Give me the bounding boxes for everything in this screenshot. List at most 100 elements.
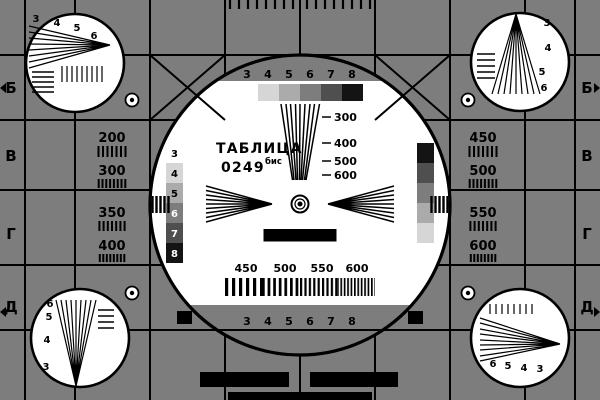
fan-label: 4 bbox=[545, 43, 552, 54]
row-letter-left: Д bbox=[4, 298, 17, 316]
gray-step bbox=[166, 203, 183, 223]
bottom-reference-bars bbox=[200, 372, 398, 400]
frequency-sweep-bar bbox=[225, 278, 375, 296]
step-label: 6 bbox=[171, 209, 178, 220]
row-letter-left: Г bbox=[6, 225, 16, 243]
gray-step bbox=[166, 183, 183, 203]
sweep-segment bbox=[225, 278, 263, 296]
wedge-label: 300 bbox=[334, 111, 357, 124]
resolution-fan bbox=[28, 25, 111, 69]
corner-circle-bottom-left: 6 5 4 3 bbox=[29, 287, 131, 389]
grayscale-label: 6 bbox=[306, 68, 314, 81]
row-letters: Б В Г Д Б В Г Д bbox=[0, 79, 600, 317]
sweep-segment bbox=[337, 278, 375, 296]
wedge-label: 600 bbox=[334, 169, 357, 182]
convergence-diagonals bbox=[149, 54, 451, 121]
edge-arrow-icon bbox=[594, 83, 600, 93]
resolution-label: 450 bbox=[469, 131, 496, 146]
resolution-block-left: 200 300 350 400 bbox=[97, 131, 127, 262]
gray-step bbox=[417, 223, 434, 243]
target-marker-dot bbox=[465, 97, 471, 103]
black-patch-left bbox=[177, 311, 192, 324]
frequency-label: 500 bbox=[274, 262, 297, 275]
edge-arrow-icon bbox=[0, 83, 6, 93]
gray-step bbox=[166, 163, 183, 183]
black-patch-right bbox=[408, 311, 423, 324]
row-letter-left: В bbox=[5, 147, 16, 165]
wedge-label: 400 bbox=[334, 137, 357, 150]
target-marker-dot bbox=[129, 290, 135, 296]
black-bar bbox=[228, 392, 372, 400]
card-number: 0249 bbox=[221, 160, 265, 176]
gray-step bbox=[166, 223, 183, 243]
gray-step bbox=[417, 203, 434, 223]
wedge-tick-marks bbox=[322, 116, 331, 176]
fan-label: 3 bbox=[43, 362, 50, 373]
resolution-block-right: 450 500 550 600 bbox=[468, 131, 498, 262]
resolution-fan bbox=[491, 13, 541, 95]
convergence-markers bbox=[124, 92, 476, 301]
black-bar bbox=[310, 372, 398, 387]
fan-label: 6 bbox=[47, 299, 54, 310]
grayscale-label: 3 bbox=[243, 315, 251, 328]
fan-label: 5 bbox=[46, 312, 53, 323]
horizontal-wedge-left bbox=[205, 185, 273, 223]
dash-stack bbox=[32, 71, 54, 93]
fan-label: 4 bbox=[54, 18, 61, 29]
gray-step bbox=[417, 243, 434, 263]
corner-circle-top-left: 3 4 5 6 bbox=[24, 12, 126, 114]
center-circle-content: 3 4 5 6 7 8 300 400 500 600 ТАБЛИЦА 0249… bbox=[151, 68, 449, 331]
edge-arrow-icon bbox=[0, 307, 6, 317]
resolution-label: 500 bbox=[469, 164, 496, 179]
card-number-suffix: бис bbox=[265, 156, 282, 167]
grayscale-label: 4 bbox=[264, 68, 272, 81]
fan-label: 6 bbox=[91, 31, 98, 42]
fan-label: 5 bbox=[539, 67, 546, 78]
gray-step bbox=[258, 84, 279, 101]
grayscale-label: 7 bbox=[327, 68, 335, 81]
dash-stack bbox=[98, 309, 114, 329]
resolution-label: 350 bbox=[98, 206, 125, 221]
card-title: ТАБЛИЦА bbox=[216, 141, 303, 157]
fan-label: 3 bbox=[544, 18, 551, 29]
corner-circle-bottom-right: 6 5 4 3 bbox=[469, 287, 571, 389]
right-frequency-bursts bbox=[468, 146, 498, 262]
fan-label: 4 bbox=[44, 335, 51, 346]
gray-step bbox=[342, 84, 363, 101]
corner-circle bbox=[29, 287, 131, 389]
resolution-label: 300 bbox=[98, 164, 125, 179]
top-edge-ticks bbox=[228, 0, 372, 9]
fan-label: 6 bbox=[490, 359, 497, 370]
gray-step bbox=[417, 143, 434, 163]
target-marker-dot bbox=[129, 97, 135, 103]
step-label: 8 bbox=[171, 249, 178, 260]
row-letter-left: Б bbox=[5, 79, 16, 97]
grayscale-label: 8 bbox=[348, 315, 356, 328]
grayscale-label: 3 bbox=[243, 68, 251, 81]
grayscale-label: 6 bbox=[306, 315, 314, 328]
edge-arrow-icon bbox=[594, 307, 600, 317]
gray-step bbox=[321, 84, 342, 101]
dash-stack bbox=[477, 53, 495, 79]
sweep-segment bbox=[262, 278, 300, 296]
row-letter-right: В bbox=[581, 147, 592, 165]
step-label: 5 bbox=[171, 189, 178, 200]
gray-step bbox=[237, 84, 258, 101]
grayscale-label: 4 bbox=[264, 315, 272, 328]
fan-label: 6 bbox=[541, 83, 548, 94]
resolution-fan bbox=[55, 299, 97, 387]
target-marker-dot bbox=[465, 290, 471, 296]
row-letter-right: Г bbox=[582, 225, 592, 243]
horizontal-wedge-right bbox=[327, 185, 395, 223]
tick-comb bbox=[489, 304, 533, 314]
grayscale-label: 5 bbox=[285, 68, 293, 81]
step-label: 3 bbox=[171, 149, 178, 160]
top-grayscale-bar bbox=[237, 84, 363, 101]
fan-label: 5 bbox=[505, 361, 512, 372]
gray-step bbox=[300, 84, 321, 101]
vertical-wedge bbox=[280, 103, 321, 181]
resolution-label: 200 bbox=[98, 131, 125, 146]
grayscale-label: 8 bbox=[348, 68, 356, 81]
frequency-label: 550 bbox=[311, 262, 334, 275]
